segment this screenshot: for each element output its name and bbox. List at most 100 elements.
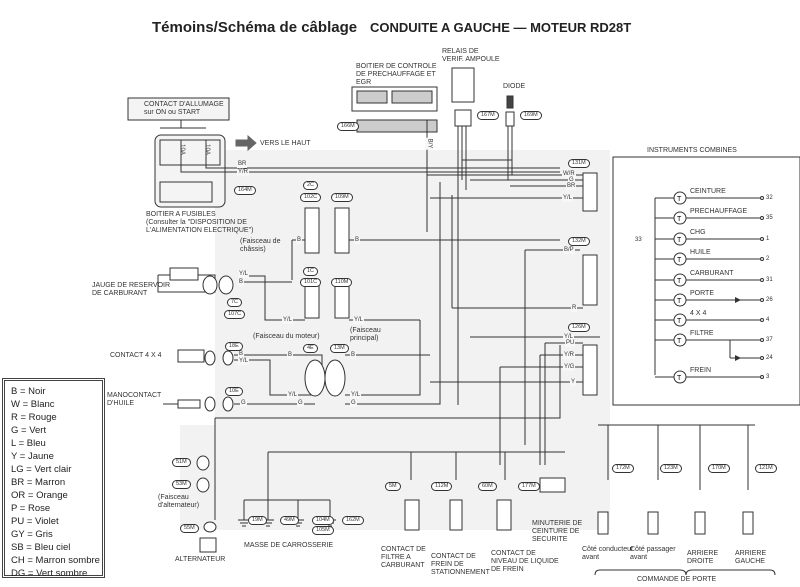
fuse-box-note-1: (Consulter la "DISPOSITION DE xyxy=(146,219,247,226)
warning-lamp-icon xyxy=(673,273,687,287)
pin-terminal xyxy=(760,298,764,302)
glow-control-label-1: BOITIER DE CONTROLE xyxy=(356,63,437,70)
alternator-icon xyxy=(199,537,217,553)
diode-icon xyxy=(506,95,514,109)
relay-label-1: RELAIS DE xyxy=(442,48,479,55)
ground-label-105m: 105M xyxy=(312,526,334,535)
vers-le-haut-label: VERS LE HAUT xyxy=(260,140,311,147)
wire-label-br: BR xyxy=(237,161,248,168)
legend-item: L = Bleu xyxy=(11,438,46,449)
cluster-pin-number: 37 xyxy=(766,337,773,343)
engine-harness-label: (Faisceau du moteur) xyxy=(253,333,320,340)
legend-item: R = Rouge xyxy=(11,412,57,423)
connector-label-109m: 109M xyxy=(331,193,353,202)
legend-item: P = Rose xyxy=(11,503,51,514)
warning-lamp-icon xyxy=(673,191,687,205)
pin-terminal xyxy=(760,338,764,342)
fuel-gauge-label-2: DE CARBURANT xyxy=(92,290,148,297)
cluster-pin-number: 1 xyxy=(766,236,770,242)
brake-fluid-label-2: NIVEAU DE LIQUIDE xyxy=(491,558,559,565)
arrow-icon xyxy=(235,134,257,152)
connector-label-123m: 123M xyxy=(660,464,682,473)
main-harness-label-1: (Faisceau xyxy=(350,327,381,334)
wire-label-yl-4e: Y/L xyxy=(287,392,299,399)
fuel-gauge-box xyxy=(169,267,199,281)
connector-label-177m: 177M xyxy=(518,482,540,491)
warning-lamp-icon xyxy=(673,333,687,347)
fuel-filter-label-3: CARBURANT xyxy=(381,562,425,569)
connector-label-2c: 2C xyxy=(303,181,319,190)
cluster-common-pin: 33 xyxy=(635,237,642,243)
cluster-pin-number: 35 xyxy=(766,215,773,221)
connector-label-126m: 126M xyxy=(568,323,590,332)
legend-item: W = Blanc xyxy=(11,399,55,410)
connector-label-4e: 4E xyxy=(303,344,318,353)
legend-item: B = Noir xyxy=(11,386,46,397)
pin-terminal xyxy=(760,278,764,282)
wire-label-yl-131m: Y/L xyxy=(562,195,574,202)
wire-label-g-131m: G xyxy=(568,177,575,184)
belt-timer-box xyxy=(539,477,566,493)
lamp-glyph: T xyxy=(677,278,682,285)
cluster-lamp-label: CARBURANT xyxy=(690,270,734,277)
door-fr-label-1: Côté passager xyxy=(630,546,676,553)
legend-item: GY = Gris xyxy=(11,529,53,540)
connector-label-55m: 55M xyxy=(180,524,199,533)
connector-label-107c: 107C xyxy=(224,310,246,319)
connector-132m xyxy=(582,254,598,306)
connector-131m xyxy=(582,172,598,212)
ground-label-19m: 19M xyxy=(248,516,267,525)
lamp-glyph: T xyxy=(677,237,682,244)
connector-label-172m: 172M xyxy=(612,464,634,473)
page-title: Témoins/Schéma de câblage xyxy=(152,19,358,36)
connector-label-7c: 7C xyxy=(227,298,243,307)
brake-fluid-label-3: DE FREIN xyxy=(491,566,524,573)
wire-label-yr-126m: Y/R xyxy=(563,352,576,359)
fuel-filter-label-1: CONTACT DE xyxy=(381,546,426,553)
glow-control-label-3: EGR xyxy=(356,79,372,86)
wire-label-wr: W/R xyxy=(562,171,576,178)
connector-label-13m: 13M xyxy=(330,344,349,353)
wire-label-b-4x4: B xyxy=(238,351,245,358)
door-fr-label-2: avant xyxy=(630,554,648,561)
wire-label-g-13m: G xyxy=(350,400,357,407)
pin-terminal xyxy=(760,257,764,261)
cluster-pin-number: 26 xyxy=(766,297,773,303)
connector-102c xyxy=(304,207,320,254)
wire-label-b-13m: B xyxy=(350,352,357,359)
connector-label-112m: 112M xyxy=(431,482,453,491)
pin-terminal xyxy=(760,196,764,200)
belt-timer-label-3: SECURITE xyxy=(532,536,568,543)
relay-box xyxy=(451,67,475,103)
cluster-pin-number: 32 xyxy=(766,195,773,201)
fuse-box-label: BOITIER A FUSIBLES xyxy=(146,211,216,218)
connector-label-53m: 53M xyxy=(172,480,191,489)
parking-brake-label-1: CONTACT DE xyxy=(431,553,476,560)
ignition-switch-label: CONTACT D'ALLUMAGE xyxy=(144,101,224,108)
diagram-background-lower xyxy=(180,425,600,530)
wire-label-yl-4x4: Y/L xyxy=(238,358,250,365)
warning-lamp-icon xyxy=(673,232,687,246)
lamp-glyph: T xyxy=(677,318,682,325)
cluster-pin-number: 4 xyxy=(766,317,770,323)
brake-fluid-switch xyxy=(496,499,512,531)
parking-brake-label-3: STATIONNEMENT xyxy=(431,569,490,576)
legend-item: BR = Marron xyxy=(11,477,66,488)
cluster-pin-number: 31 xyxy=(766,277,773,283)
wire-label-r: R xyxy=(571,305,578,312)
oil-switch-label-1: MANOCONTACT xyxy=(107,392,162,399)
diode-label: DIODE xyxy=(503,83,526,90)
page-subtitle: CONDUITE A GAUCHE — MOTEUR RD28T xyxy=(370,20,632,35)
cluster-lamp-label: CEINTURE xyxy=(690,188,726,195)
warning-lamp-icon xyxy=(673,293,687,307)
lamp-glyph: T xyxy=(677,196,682,203)
wire-label-yl-101c: Y/L xyxy=(282,317,294,324)
cluster-lamp-label: PORTE xyxy=(690,290,714,297)
wire-label-yr: Y/R xyxy=(237,169,250,176)
door-switch-brace xyxy=(594,569,776,576)
connector-label-131m: 131M xyxy=(568,159,590,168)
connector-label-60m: 60M xyxy=(478,482,497,491)
